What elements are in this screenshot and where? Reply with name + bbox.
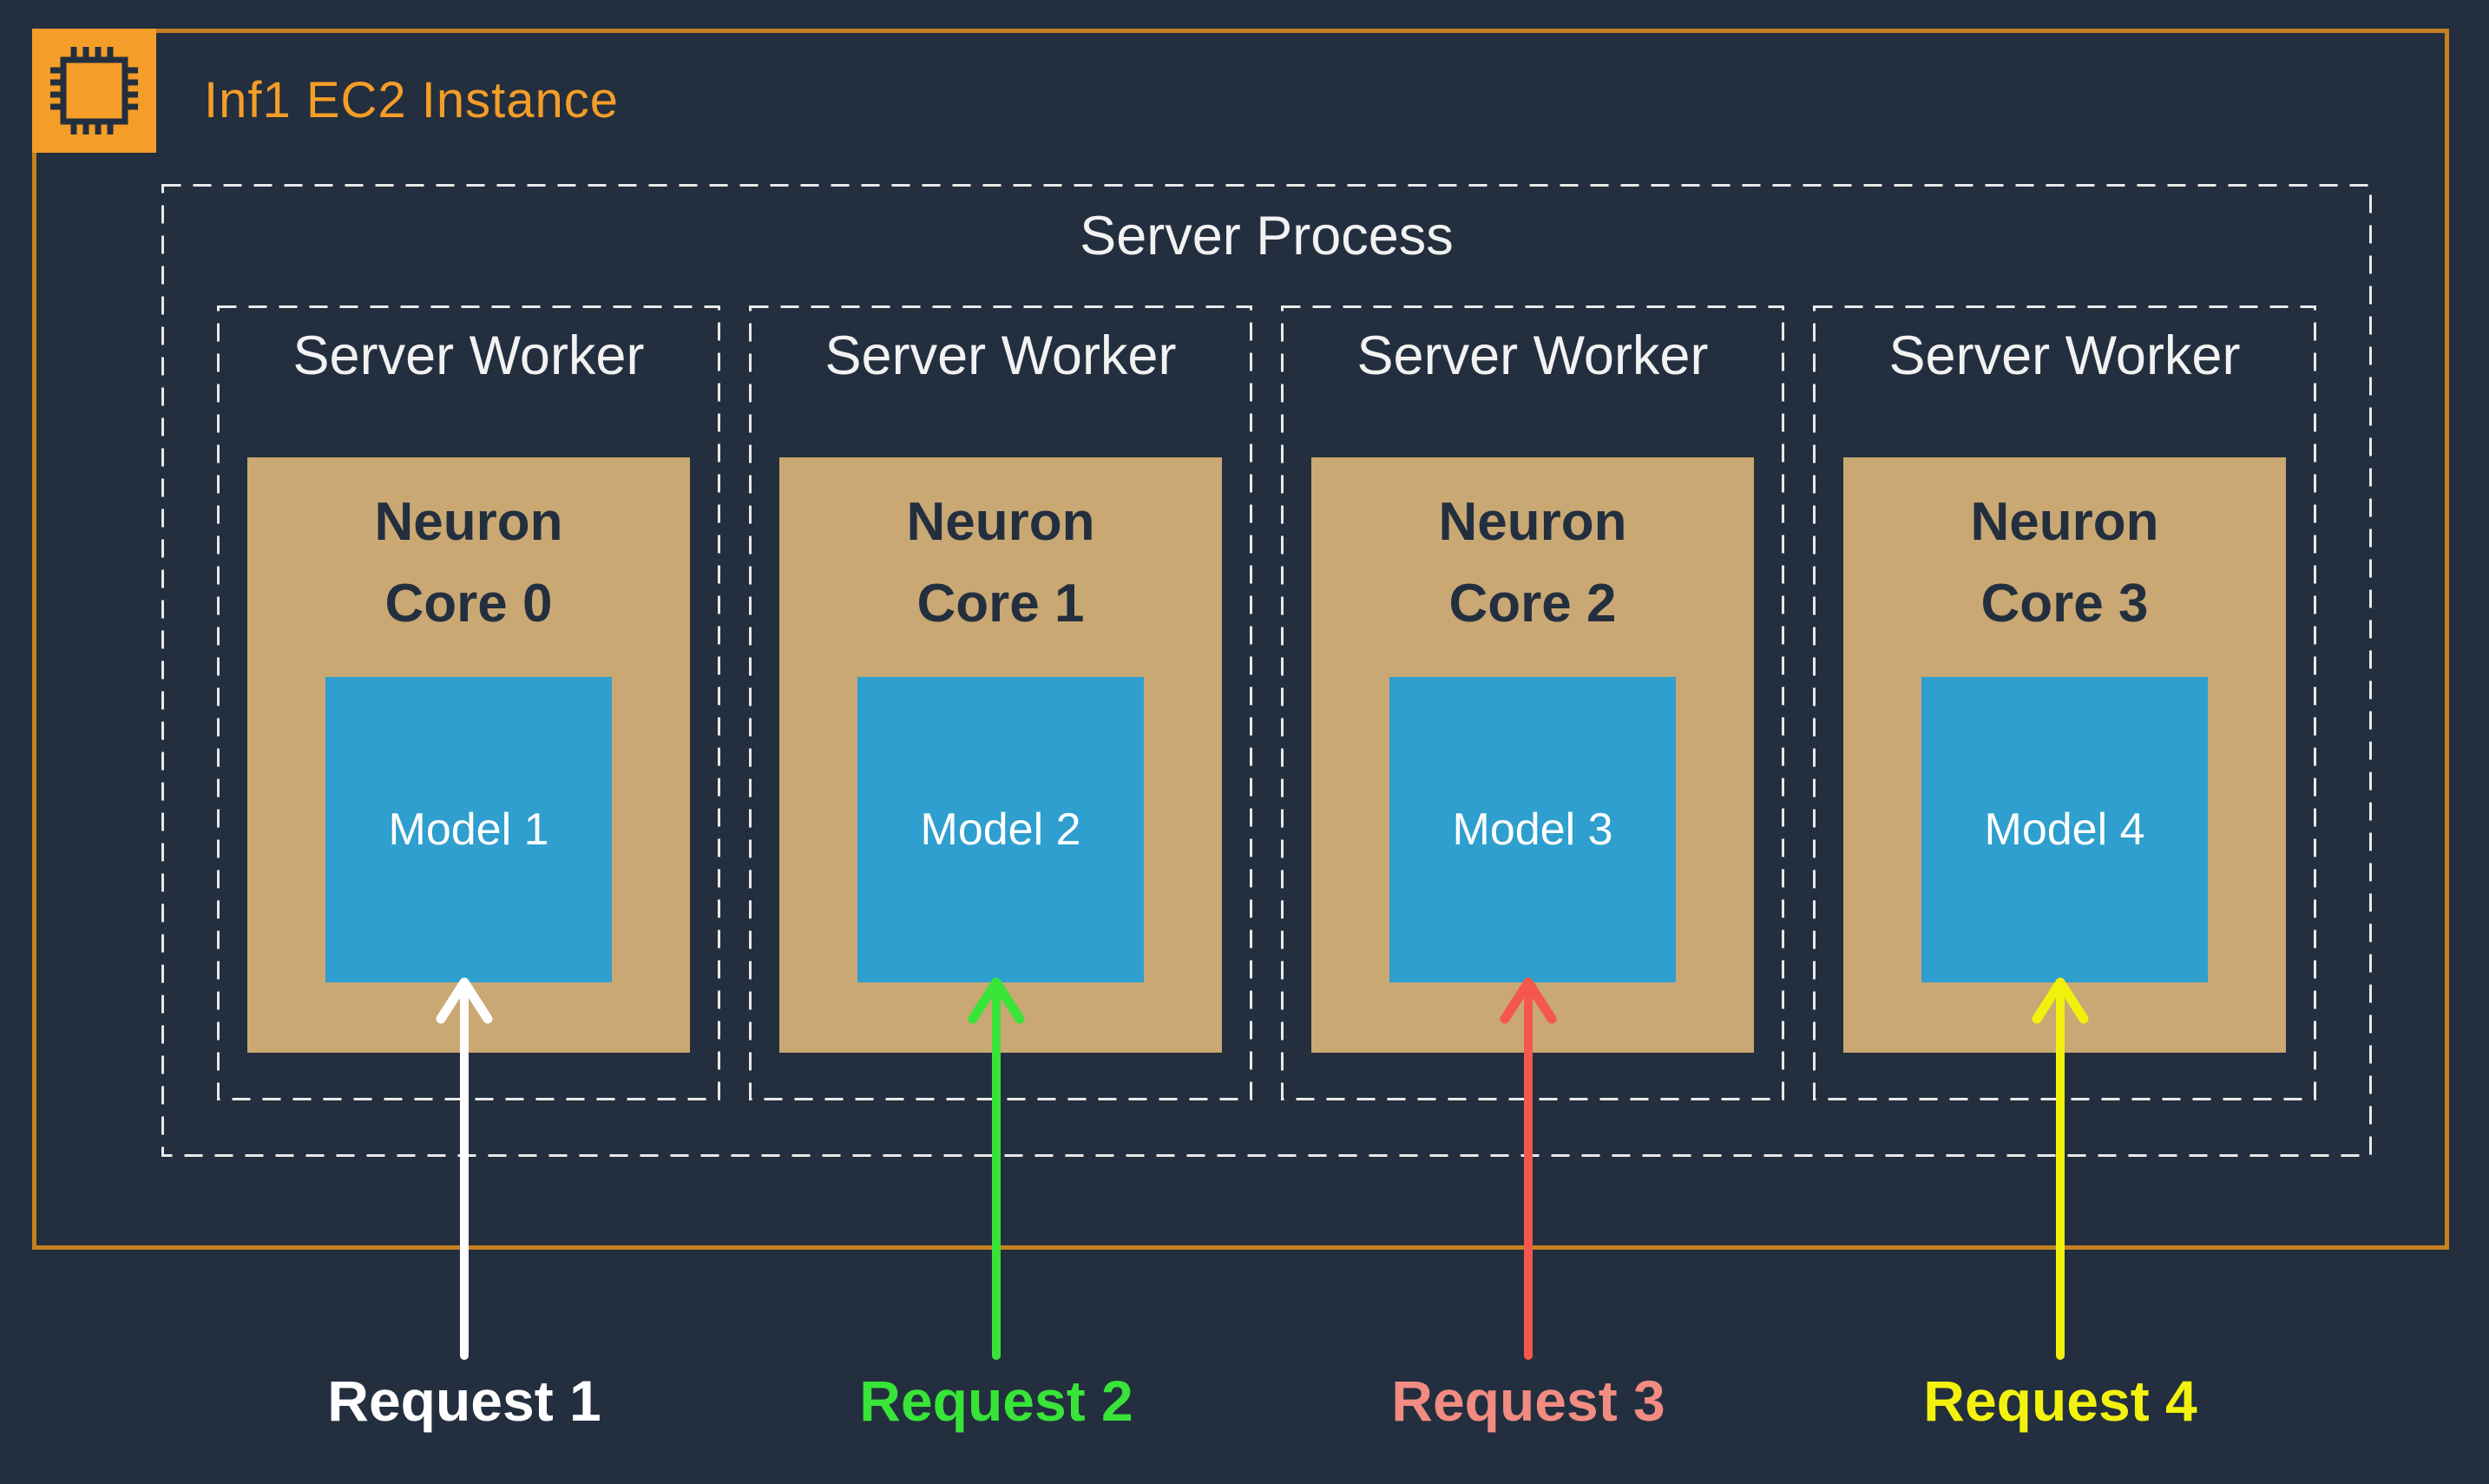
server-worker-box: Server Worker Neuron Core 2 Model 3 <box>1281 305 1784 1100</box>
server-worker-box: Server Worker Neuron Core 1 Model 2 <box>749 305 1252 1100</box>
neuron-core-box: Neuron Core 3 Model 4 <box>1843 457 2286 1053</box>
request-label: Request 1 <box>327 1369 601 1433</box>
model-box: Model 2 <box>857 677 1144 982</box>
server-worker-label: Server Worker <box>292 325 645 386</box>
server-worker-box: Server Worker Neuron Core 3 Model 4 <box>1813 305 2316 1100</box>
server-worker-label: Server Worker <box>824 325 1177 386</box>
neuron-core-label: Neuron Core 3 <box>1970 492 2159 634</box>
model-box: Model 1 <box>325 677 612 982</box>
server-process-dashed-border <box>161 184 2372 1157</box>
server-worker-dashed-border <box>749 305 1252 1100</box>
server-worker-label: Server Worker <box>1888 325 2241 386</box>
model-box: Model 4 <box>1921 677 2208 982</box>
server-worker-dashed-border <box>1813 305 2316 1100</box>
request-label: Request 3 <box>1391 1369 1665 1433</box>
neuron-core-label: Neuron Core 1 <box>906 492 1095 634</box>
neuron-core-box: Neuron Core 1 Model 2 <box>779 457 1222 1053</box>
instance-title: Inf1 EC2 Instance <box>204 72 620 128</box>
model-box: Model 3 <box>1389 677 1676 982</box>
chip-badge <box>32 29 156 153</box>
model-label: Model 2 <box>920 804 1081 855</box>
server-worker-label: Server Worker <box>1356 325 1709 386</box>
neuron-core-label: Neuron Core 2 <box>1438 492 1627 634</box>
request-label: Request 4 <box>1923 1369 2197 1433</box>
server-process-box: Server Process Server Worker Neuron Core… <box>161 184 2372 1157</box>
neuron-core-label: Neuron Core 0 <box>374 492 563 634</box>
chip-icon <box>50 47 138 135</box>
ec2-instance-box: Inf1 EC2 Instance Server Process Server … <box>32 29 2449 1250</box>
model-label: Model 3 <box>1452 804 1613 855</box>
neuron-core-box: Neuron Core 2 Model 3 <box>1311 457 1754 1053</box>
server-worker-box: Server Worker Neuron Core 0 Model 1 <box>217 305 720 1100</box>
server-worker-dashed-border <box>217 305 720 1100</box>
request-label: Request 2 <box>859 1369 1133 1433</box>
model-label: Model 1 <box>388 804 549 855</box>
model-label: Model 4 <box>1984 804 2145 855</box>
server-worker-dashed-border <box>1281 305 1784 1100</box>
server-process-label: Server Process <box>1080 206 1454 266</box>
neuron-core-box: Neuron Core 0 Model 1 <box>247 457 690 1053</box>
